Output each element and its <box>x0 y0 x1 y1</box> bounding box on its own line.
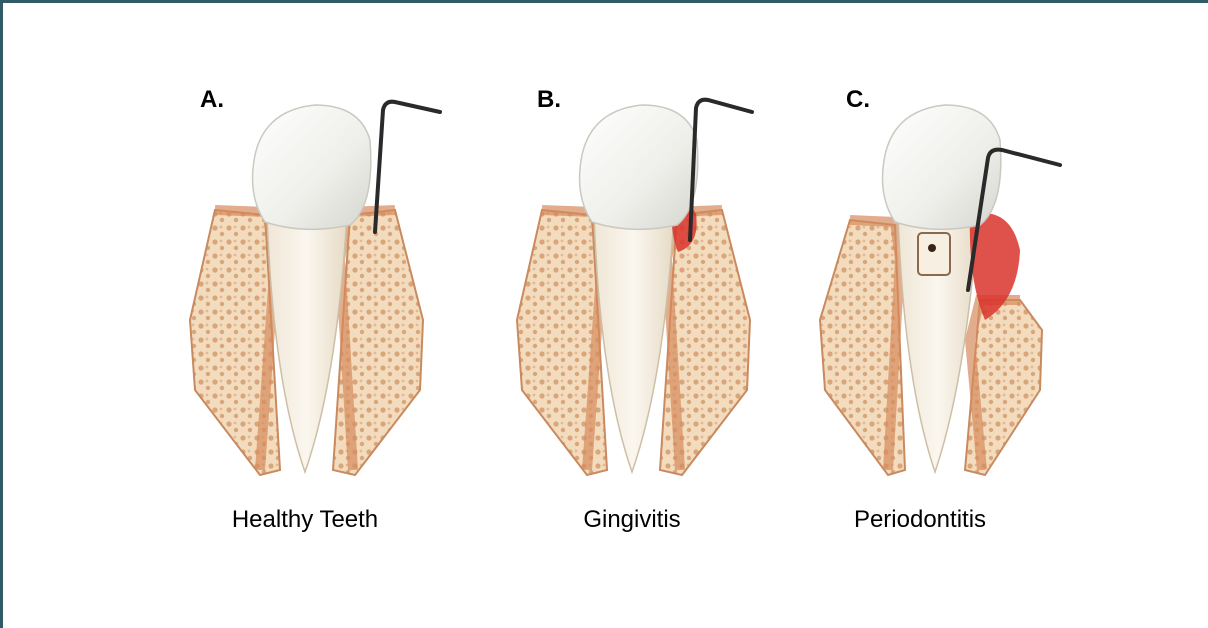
tartar-deposit <box>918 233 950 275</box>
panel-periodontitis: C. Periodontitis <box>770 0 1070 628</box>
panel-caption: Gingivitis <box>482 506 782 534</box>
periodontitis-tooth-illustration <box>770 0 1070 480</box>
panel-caption: Healthy Teeth <box>155 506 455 534</box>
panel-letter: A. <box>200 86 224 114</box>
panel-letter: C. <box>846 86 870 114</box>
gingivitis-tooth-illustration <box>482 0 782 480</box>
panel-healthy-teeth: A. Healthy Teeth <box>155 0 455 628</box>
healthy-tooth-illustration <box>155 0 455 480</box>
panel-caption: Periodontitis <box>770 506 1070 534</box>
panel-gingivitis: B. Gingivitis <box>482 0 782 628</box>
panel-letter: B. <box>537 86 561 114</box>
